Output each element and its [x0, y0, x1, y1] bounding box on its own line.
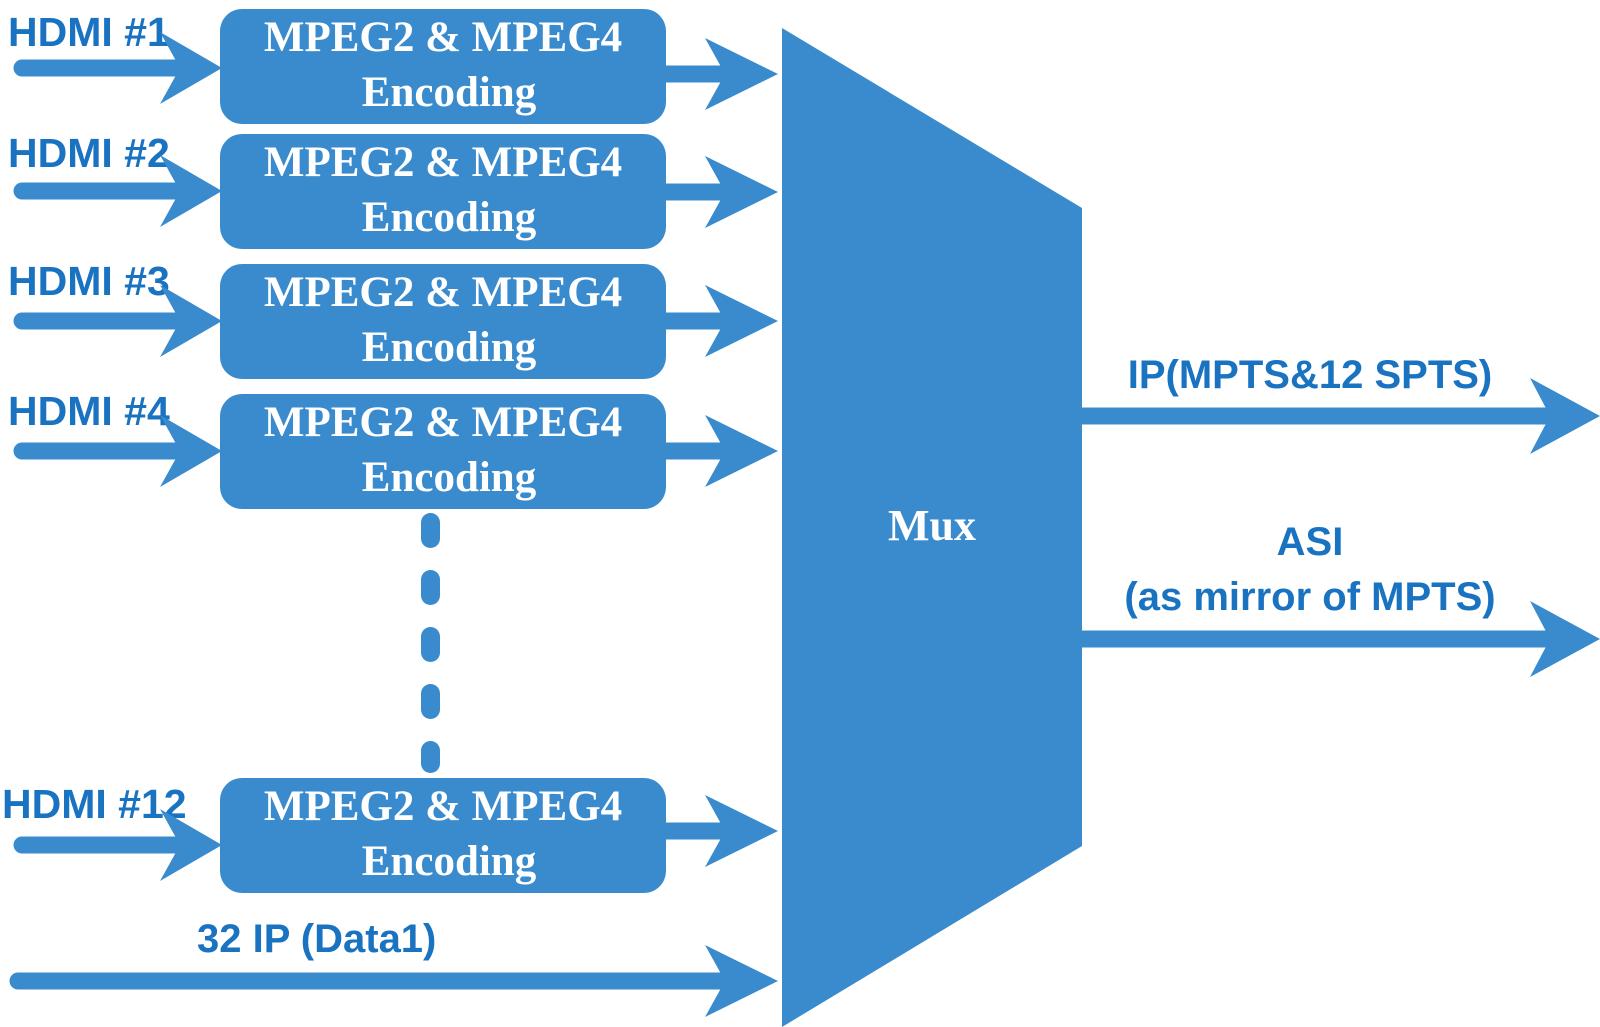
channel-hdmi-1: HDMI #1 MPEG2 & MPEG4 Encoding: [8, 9, 778, 124]
mux-block: Mux: [782, 28, 1082, 1027]
encoder-box-hdmi-12: [220, 778, 666, 893]
encoder-label-line1-hdmi-2: MPEG2 & MPEG4: [264, 139, 622, 186]
input-arrow-hdmi-4: [13, 415, 222, 487]
encoder-label-line1-hdmi-4: MPEG2 & MPEG4: [264, 399, 622, 446]
encoder-label-line2-hdmi-2: Encoding: [362, 194, 537, 241]
output-ip-label: IP(MPTS&12 SPTS): [1128, 353, 1493, 397]
output-ip: IP(MPTS&12 SPTS): [1069, 353, 1600, 454]
input-arrow-hdmi-2: [13, 155, 222, 227]
output-asi-arrow: [1069, 601, 1600, 677]
input-arrow-hdmi-1: [13, 32, 222, 104]
encoder-label-line1-hdmi-12: MPEG2 & MPEG4: [264, 783, 622, 830]
input-label-hdmi-1: HDMI #1: [8, 9, 170, 55]
encoder-label-line2-hdmi-12: Encoding: [362, 838, 537, 885]
mux-trapezoid: [782, 28, 1082, 1027]
output-asi: ASI (as mirror of MPTS): [1069, 520, 1600, 677]
encoder-output-arrow-hdmi-4: [651, 415, 778, 487]
encoder-box-hdmi-1: [220, 9, 666, 124]
encoder-output-arrow-hdmi-12: [651, 795, 778, 867]
ellipsis-dashed-line: [421, 513, 440, 773]
input-label-hdmi-2: HDMI #2: [8, 130, 170, 176]
encoder-label-line2-hdmi-3: Encoding: [362, 324, 537, 371]
output-asi-label-line1: ASI: [1277, 520, 1344, 564]
input-arrow-hdmi-12: [13, 809, 222, 881]
encoder-output-arrow-hdmi-1: [651, 38, 778, 110]
channel-hdmi-2: HDMI #2 MPEG2 & MPEG4 Encoding: [8, 130, 778, 249]
data-input-arrow: [9, 945, 778, 1017]
encoder-box-hdmi-4: [220, 394, 666, 509]
channel-hdmi-12: HDMI #12 MPEG2 & MPEG4 Encoding: [2, 778, 778, 893]
input-label-hdmi-3: HDMI #3: [8, 258, 170, 304]
data-input-label: 32 IP (Data1): [197, 917, 436, 961]
mux-label: Mux: [888, 501, 976, 550]
encoder-label-line2-hdmi-1: Encoding: [362, 69, 537, 116]
encoder-output-arrow-hdmi-2: [651, 156, 778, 228]
encoder-output-arrow-hdmi-3: [651, 285, 778, 357]
channel-hdmi-3: HDMI #3 MPEG2 & MPEG4 Encoding: [8, 258, 778, 379]
encoder-box-hdmi-2: [220, 134, 666, 249]
input-label-hdmi-4: HDMI #4: [8, 388, 170, 434]
channel-hdmi-4: HDMI #4 MPEG2 & MPEG4 Encoding: [8, 388, 778, 509]
input-arrow-hdmi-3: [13, 285, 222, 357]
encoder-label-line2-hdmi-4: Encoding: [362, 454, 537, 501]
output-asi-label-line2: (as mirror of MPTS): [1124, 575, 1495, 619]
encoder-box-hdmi-3: [220, 264, 666, 379]
encoder-label-line1-hdmi-1: MPEG2 & MPEG4: [264, 14, 622, 61]
encoder-label-line1-hdmi-3: MPEG2 & MPEG4: [264, 269, 622, 316]
data-input: 32 IP (Data1): [9, 917, 778, 1017]
output-ip-arrow: [1069, 378, 1600, 454]
input-label-hdmi-12: HDMI #12: [2, 781, 187, 827]
